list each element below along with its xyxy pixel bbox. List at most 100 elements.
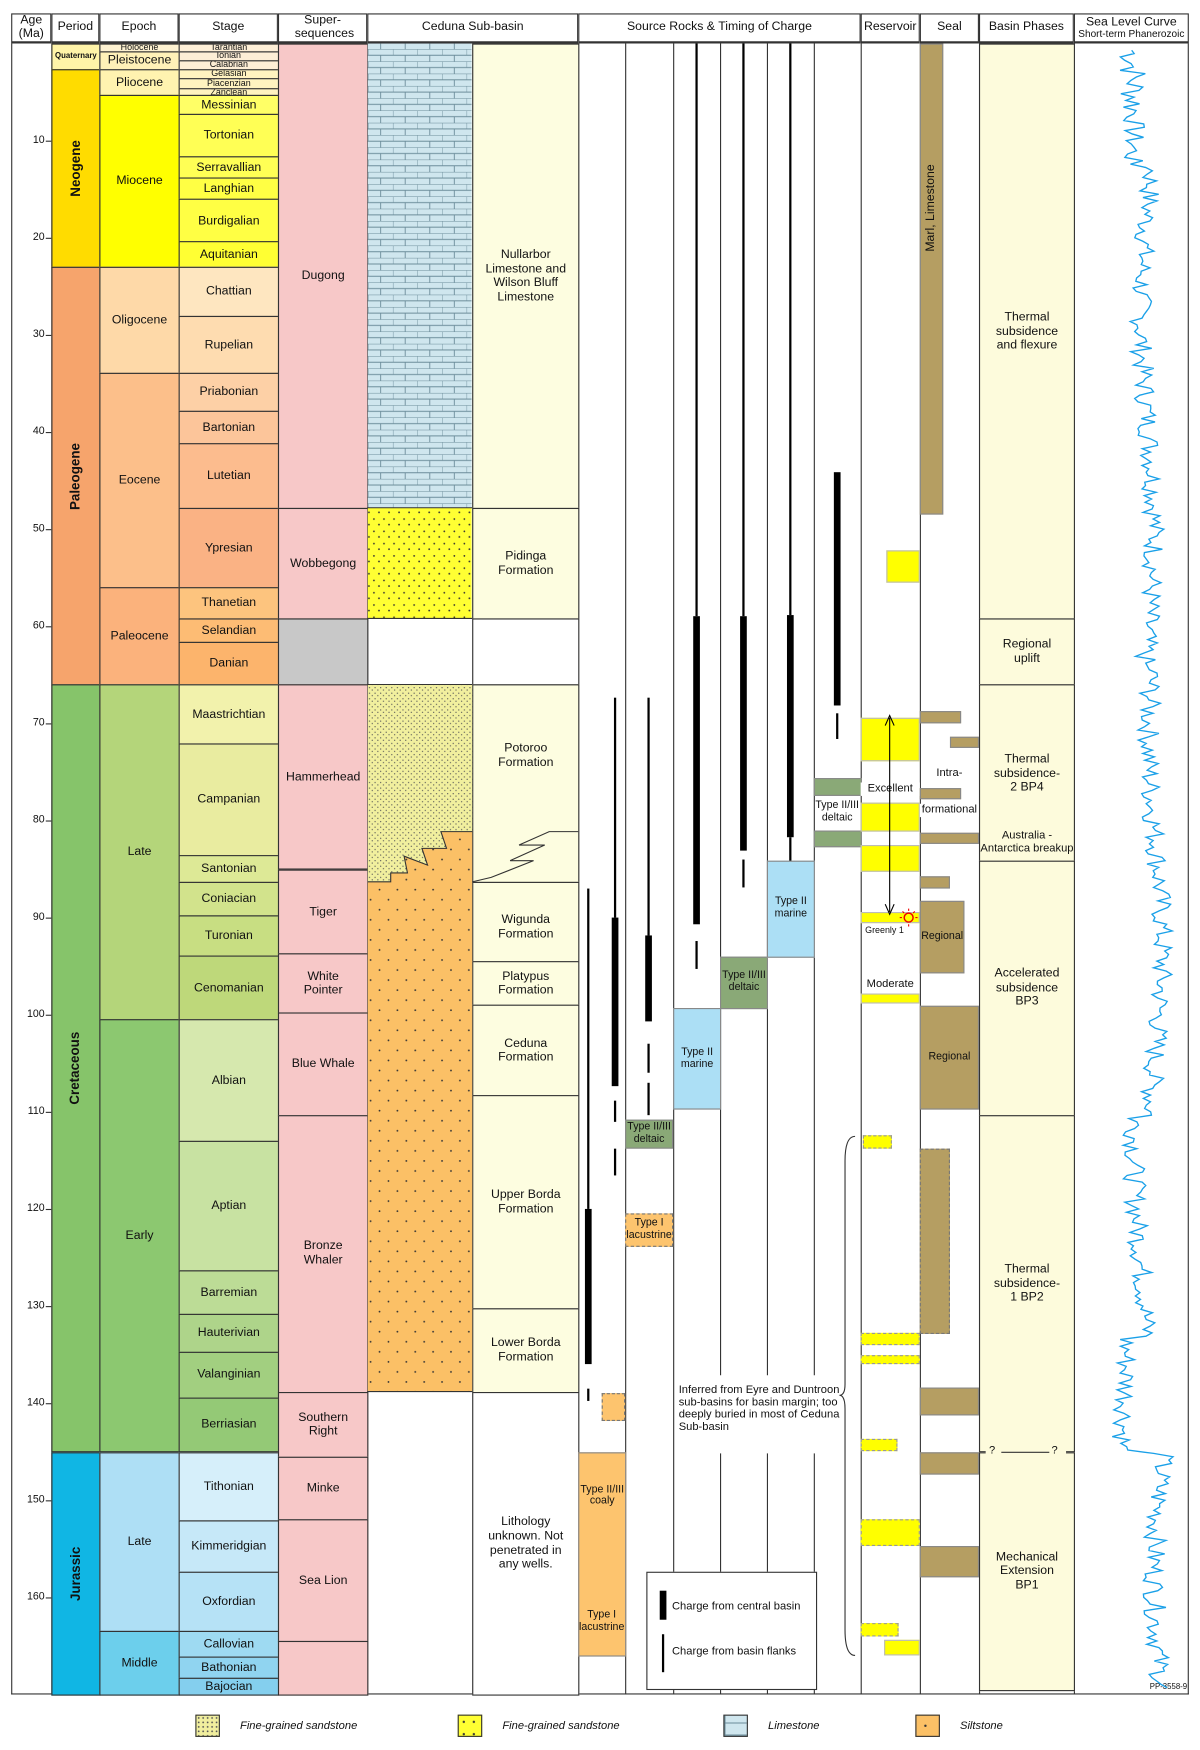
epoch-paleocene-label: Paleocene (110, 629, 169, 643)
seal-interval (919, 833, 979, 844)
seal-interval (919, 1387, 979, 1416)
stage-campanian: Campanian (178, 743, 280, 857)
formation-label: Nullarbor Limestone and Wilson Bluff Lim… (485, 247, 567, 304)
seal-interval (919, 1451, 979, 1475)
formation: Lower Borda Formation (472, 1307, 580, 1393)
charge-bar-central (584, 1208, 592, 1365)
source-rock-box: Type II/III deltaic (625, 1119, 674, 1149)
age-tick-mark (45, 626, 52, 628)
formation: Wigunda Formation (472, 881, 580, 963)
seal-interval (919, 710, 962, 724)
charge-bar-flanks (587, 888, 590, 1209)
stage-lutetian-label: Lutetian (206, 469, 251, 483)
epoch-pleistocene-label: Pleistocene (107, 53, 172, 67)
stage-aquitanian: Aquitanian (178, 241, 280, 268)
header-sea-level-sub: Short-term Phanerozoic (1078, 27, 1185, 40)
source-rock-box-label: Type II/III coaly (580, 1482, 625, 1508)
seal-interval: Regional (919, 1005, 979, 1111)
stage-langhian: Langhian (178, 177, 280, 201)
supersequence: Tiger (277, 869, 369, 955)
stage-thanetian-label: Thanetian (201, 596, 257, 610)
supersequence: Blue Whale (277, 1012, 369, 1116)
supersequence-label: Southern Right (298, 1410, 349, 1438)
basin-phase: Thermal subsidence-1 BP2 (978, 1114, 1075, 1453)
reservoir-interval (860, 844, 920, 872)
basin-phase-label: Thermal subsidence-1 BP2 (993, 1262, 1061, 1305)
header-period: Period (51, 13, 100, 44)
legend-label: Siltstone (960, 1720, 1003, 1733)
header-age-label: Age (Ma) (18, 13, 44, 41)
source-rock-label: Type I lacustrine (578, 1608, 625, 1634)
period-label: Neogene (67, 140, 83, 197)
source-rock-box-label: Type II marine (680, 1045, 714, 1071)
epoch-late: Late (99, 1451, 180, 1633)
header-basin-phases: Basin Phases (978, 13, 1074, 44)
header-reservoir-label: Reservoir (863, 20, 917, 34)
charge-bar-flanks (613, 1100, 617, 1122)
age-tick-mark (45, 1208, 52, 1211)
basin-phase-label: Thermal subsidence and flexure (995, 310, 1059, 352)
epoch-holocene-label: Holocene (120, 43, 159, 53)
basin-phase: Mechanical Extension BP1 (978, 1451, 1075, 1691)
seal-formational: formational (919, 803, 979, 818)
formation: Potoroo Formation (472, 684, 580, 883)
period-paleogene: Paleogene (51, 266, 101, 686)
charge-bar-flanks (647, 1043, 650, 1073)
header-stage-label: Stage (212, 20, 245, 34)
chart-body (11, 43, 1189, 1695)
supersequence: Minke (277, 1456, 369, 1521)
period-label: Cretaceous (67, 1032, 83, 1106)
age-tick-mark (45, 1500, 52, 1502)
age-tick-mark (45, 1597, 52, 1599)
stage-valanginian-label: Valanginian (197, 1367, 261, 1382)
age-tick-mark (45, 140, 52, 142)
charge-bar-central (833, 471, 841, 706)
stage-valanginian: Valanginian (178, 1351, 280, 1399)
seal-interval (919, 788, 962, 800)
reservoir-interval (860, 911, 920, 924)
age-tick-label: 20 (32, 231, 45, 244)
epoch-eocene: Eocene (99, 372, 180, 589)
header-stage: Stage (178, 13, 278, 44)
stage-langhian-label: Langhian (203, 181, 255, 196)
age-tick-mark (45, 1111, 52, 1113)
formation-label: Lithology unknown. Not penetrated in any… (488, 1515, 564, 1572)
epoch-late: Late (99, 684, 180, 1021)
epoch-middle-label: Middle (121, 1656, 158, 1670)
seal-intra: Intra- (936, 766, 963, 780)
reservoir-interval (884, 1640, 920, 1656)
source-rock-box: Type II/III deltaic (720, 956, 769, 1010)
header-seal: Seal (919, 13, 979, 44)
source-rock-box-label: Type I lacustrine (626, 1217, 672, 1242)
stage-messinian: Messinian (178, 95, 280, 116)
seal-interval (919, 1148, 950, 1335)
stage-chattian-label: Chattian (205, 285, 252, 299)
supersequence: Sea Lion (277, 1519, 369, 1643)
stage-kimmeridgian-label: Kimmeridgian (191, 1539, 267, 1553)
seal-marl-label: Marl, Limestone (924, 164, 938, 252)
legend-flanks-swatch (661, 1634, 665, 1673)
source-rock-box-label: Type II marine (774, 895, 808, 921)
stage-piacenzian-label: Piacenzian (206, 78, 251, 89)
age-tick-label: 140 (26, 1396, 45, 1409)
reservoir-interval (860, 1622, 899, 1637)
supersequence-label: Dugong (301, 269, 345, 283)
header-seal-label: Seal (937, 20, 962, 34)
stage-callovian-label: Callovian (203, 1637, 255, 1651)
stage-bajocian-label: Bajocian (205, 1679, 253, 1694)
header-supersequences: Super-sequences (277, 13, 368, 44)
epoch-pliocene-label: Pliocene (115, 75, 164, 89)
period-label: Jurassic (67, 1546, 83, 1601)
column-divider (720, 43, 722, 1695)
epoch-eocene-label: Eocene (118, 473, 161, 487)
age-tick-label: 110 (27, 1105, 45, 1118)
stage-serravallian: Serravallian (178, 156, 280, 179)
stage-aptian: Aptian (178, 1140, 280, 1272)
stage-priabonian-label: Priabonian (199, 385, 259, 399)
epoch-middle: Middle (99, 1631, 180, 1696)
column-divider (919, 43, 921, 1695)
stage-hauterivian-label: Hauterivian (197, 1326, 260, 1340)
legend-swatch-silt (915, 1714, 940, 1737)
reservoir-interval (860, 802, 920, 833)
reservoir-interval (860, 1439, 898, 1452)
